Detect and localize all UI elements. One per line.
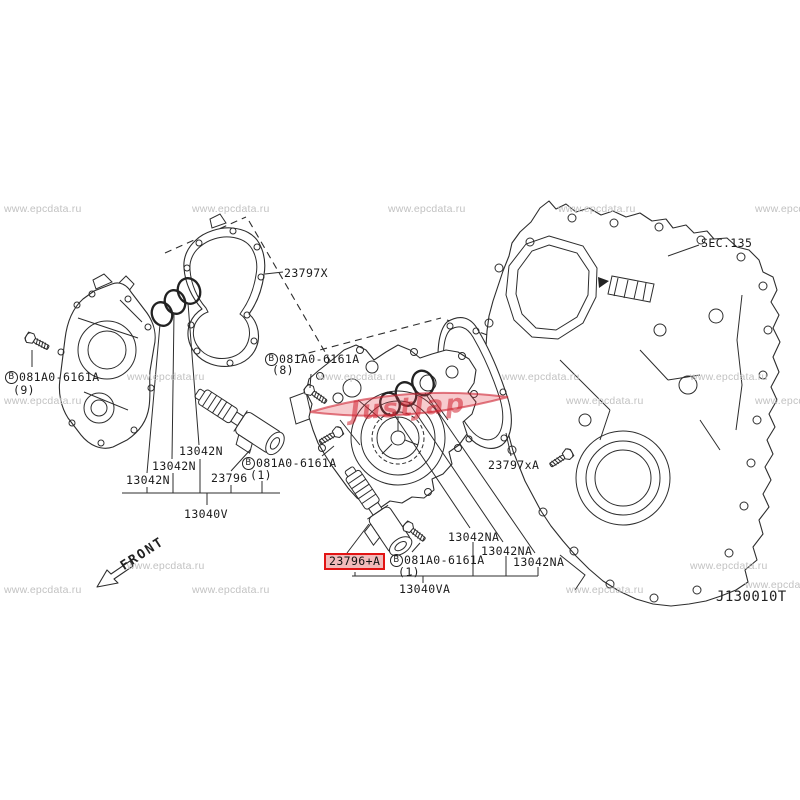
watermark-text: www.epcdata.ru — [318, 371, 396, 383]
part-label-13040v[interactable]: 13040V — [184, 507, 228, 521]
qty-label-9: (9) — [13, 383, 35, 397]
bolt-part-number: 081A0-6161A — [404, 553, 485, 567]
part-label-bolt-center[interactable]: B 081A0-6161A — [265, 353, 360, 366]
upper-gasket-drawing — [183, 213, 266, 367]
bolt-part-number: 081A0-6161A — [256, 456, 337, 470]
watermark-text: www.epcdata.ru — [755, 203, 800, 215]
circled-b-icon: B — [5, 371, 18, 384]
qty-label-1-left: (1) — [250, 468, 272, 482]
part-label-13042na-3[interactable]: 13042NA — [513, 555, 565, 569]
part-label-sec135[interactable]: SEC.135 — [701, 236, 753, 250]
qty-label-8: (8) — [272, 363, 294, 377]
part-label-bolt-right[interactable]: B 081A0-6161A — [390, 554, 485, 567]
qty-label-1-right: (1) — [398, 565, 420, 579]
part-label-13042n-1[interactable]: 13042N — [179, 444, 223, 458]
timing-cover-drawing — [484, 200, 781, 607]
watermark-text: www.epcdata.ru — [745, 579, 800, 591]
part-label-bolt-mid[interactable]: B 081A0-6161A — [242, 457, 337, 470]
watermark-text: www.epcdata.ru — [690, 371, 768, 383]
watermark-text: www.epcdata.ru — [192, 203, 270, 215]
watermark-text: www.epcdata.ru — [4, 203, 82, 215]
part-label-13042n-3[interactable]: 13042N — [126, 473, 170, 487]
bolt-part-number: 081A0-6161A — [19, 370, 100, 384]
part-label-13042na-2[interactable]: 13042NA — [481, 544, 533, 558]
part-label-23797x[interactable]: 23797X — [284, 266, 328, 280]
cover-bolt-holes — [484, 213, 773, 603]
part-label-13040va[interactable]: 13040VA — [399, 582, 451, 596]
watermark-text: www.epcdata.ru — [127, 371, 205, 383]
part-label-23796a-highlighted[interactable]: 23796+A — [324, 553, 386, 570]
left-cover-drawing — [57, 273, 156, 449]
oring-set-left — [150, 277, 202, 327]
part-label-23797xa[interactable]: 23797xA — [488, 458, 540, 472]
circled-b-icon: B — [242, 457, 255, 470]
part-label-13042n-2[interactable]: 13042N — [152, 459, 196, 473]
circled-b-icon: B — [265, 353, 278, 366]
center-assembly-drawing — [289, 344, 478, 509]
leader-lines — [31, 244, 700, 583]
watermark-text: www.epcdata.ru — [4, 395, 82, 407]
watermark-text: www.epcdata.ru — [755, 395, 800, 407]
bolt-part-number: 081A0-6161A — [279, 352, 360, 366]
watermark-text: www.epcdata.ru — [566, 395, 644, 407]
watermark-text: www.epcdata.ru — [690, 560, 768, 572]
watermark-text: www.epcdata.ru — [388, 203, 466, 215]
direction-marker-icon — [598, 277, 609, 288]
circled-b-icon: B — [390, 554, 403, 567]
watermark-text: www.epcdata.ru — [127, 560, 205, 572]
part-label-23796[interactable]: 23796 — [211, 471, 248, 485]
bolt-icon-left — [22, 330, 52, 354]
watermark-text: www.epcdata.ru — [4, 584, 82, 596]
drawing-code: J130010T — [716, 590, 787, 602]
watermark-text: www.epcdata.ru — [566, 584, 644, 596]
part-label-13042na-1[interactable]: 13042NA — [448, 530, 500, 544]
part-label-bolt-left[interactable]: B 081A0-6161A — [5, 371, 100, 384]
front-arrow-icon — [96, 560, 134, 588]
watermark-text: www.epcdata.ru — [502, 371, 580, 383]
watermark-text: www.epcdata.ru — [558, 203, 636, 215]
watermark-text: www.epcdata.ru — [192, 584, 270, 596]
